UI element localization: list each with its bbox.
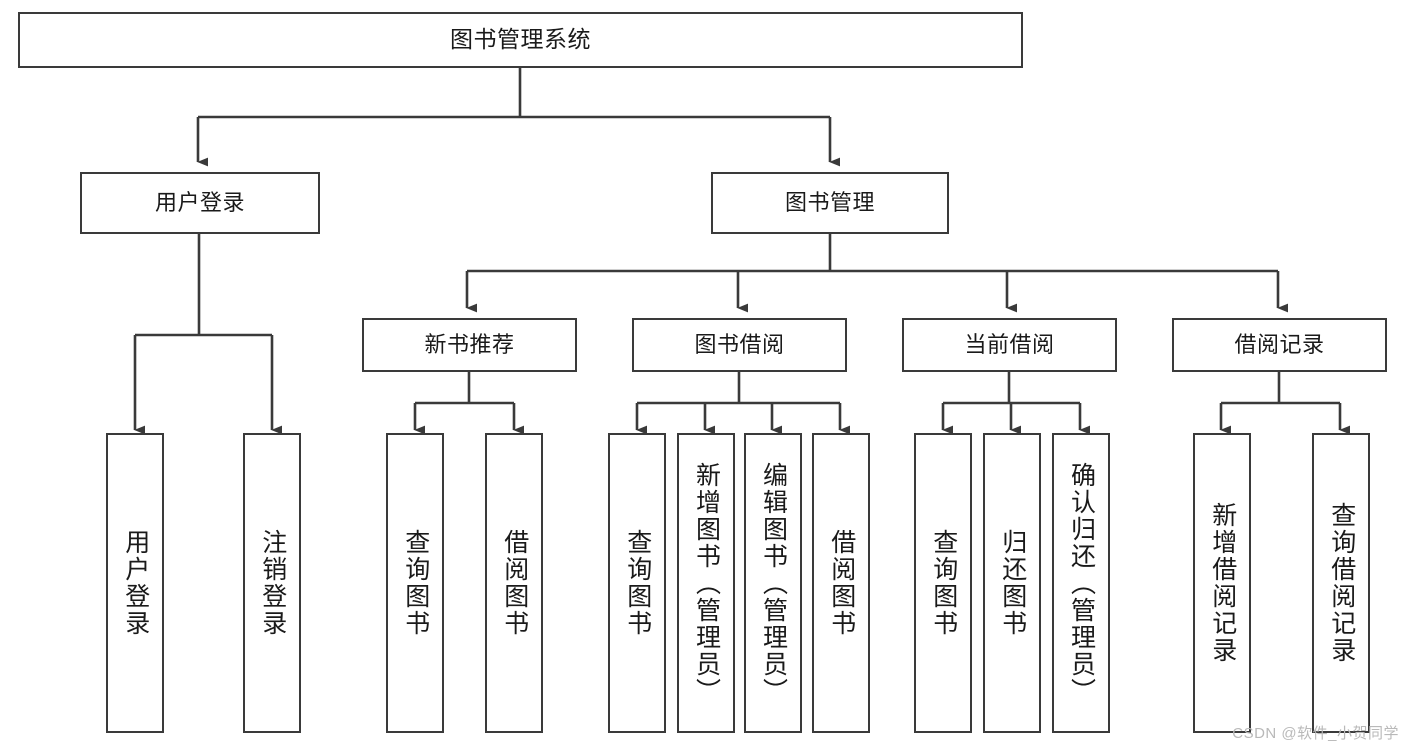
node-leaf-logout[interactable]: 注销登录	[243, 433, 301, 733]
node-leaf-return-book-label: 归还图书	[998, 529, 1027, 637]
node-user-login[interactable]: 用户登录	[80, 172, 320, 234]
node-book-borrow[interactable]: 图书借阅	[632, 318, 847, 372]
node-new-book-recommend[interactable]: 新书推荐	[362, 318, 577, 372]
csdn-watermark: CSDN @软件_小贺同学	[1232, 725, 1399, 742]
node-leaf-confirm-return[interactable]: 确认归还（管理员）	[1052, 433, 1110, 733]
node-leaf-borrow-book-borrow-label: 借阅图书	[827, 529, 856, 637]
node-leaf-borrow-book-rec[interactable]: 借阅图书	[485, 433, 543, 733]
node-leaf-user-login-label: 用户登录	[121, 529, 150, 637]
node-leaf-query-book-borrow[interactable]: 查询图书	[608, 433, 666, 733]
node-current-borrow[interactable]: 当前借阅	[902, 318, 1117, 372]
node-root-label: 图书管理系统	[450, 26, 591, 53]
node-current-borrow-label: 当前借阅	[964, 332, 1055, 358]
node-book-borrow-label: 图书借阅	[694, 332, 785, 358]
node-leaf-user-login[interactable]: 用户登录	[106, 433, 164, 733]
node-leaf-edit-book-label: 编辑图书（管理员）	[759, 461, 788, 705]
node-leaf-query-book-current[interactable]: 查询图书	[914, 433, 972, 733]
node-book-manage-label: 图书管理	[784, 190, 875, 216]
node-leaf-return-book[interactable]: 归还图书	[983, 433, 1041, 733]
node-leaf-confirm-return-label: 确认归还（管理员）	[1067, 461, 1096, 705]
node-leaf-add-book-label: 新增图书（管理员）	[692, 461, 721, 705]
node-leaf-add-book[interactable]: 新增图书（管理员）	[677, 433, 735, 733]
node-leaf-borrow-book-rec-label: 借阅图书	[500, 529, 529, 637]
node-borrow-record-label: 借阅记录	[1234, 332, 1325, 358]
node-user-login-label: 用户登录	[154, 190, 245, 216]
node-leaf-add-borrow-record-label: 新增借阅记录	[1208, 502, 1237, 664]
node-book-manage[interactable]: 图书管理	[711, 172, 949, 234]
node-leaf-query-book-rec[interactable]: 查询图书	[386, 433, 444, 733]
node-leaf-query-borrow-record[interactable]: 查询借阅记录	[1312, 433, 1370, 733]
node-leaf-query-book-current-label: 查询图书	[929, 529, 958, 637]
node-root-book-management-system[interactable]: 图书管理系统	[18, 12, 1023, 68]
node-leaf-query-borrow-record-label: 查询借阅记录	[1327, 502, 1356, 664]
node-leaf-borrow-book-borrow[interactable]: 借阅图书	[812, 433, 870, 733]
node-leaf-add-borrow-record[interactable]: 新增借阅记录	[1193, 433, 1251, 733]
node-borrow-record[interactable]: 借阅记录	[1172, 318, 1387, 372]
node-leaf-query-book-borrow-label: 查询图书	[623, 529, 652, 637]
node-leaf-query-book-rec-label: 查询图书	[401, 529, 430, 637]
node-leaf-logout-label: 注销登录	[258, 529, 287, 637]
node-new-book-recommend-label: 新书推荐	[424, 332, 515, 358]
node-leaf-edit-book[interactable]: 编辑图书（管理员）	[744, 433, 802, 733]
